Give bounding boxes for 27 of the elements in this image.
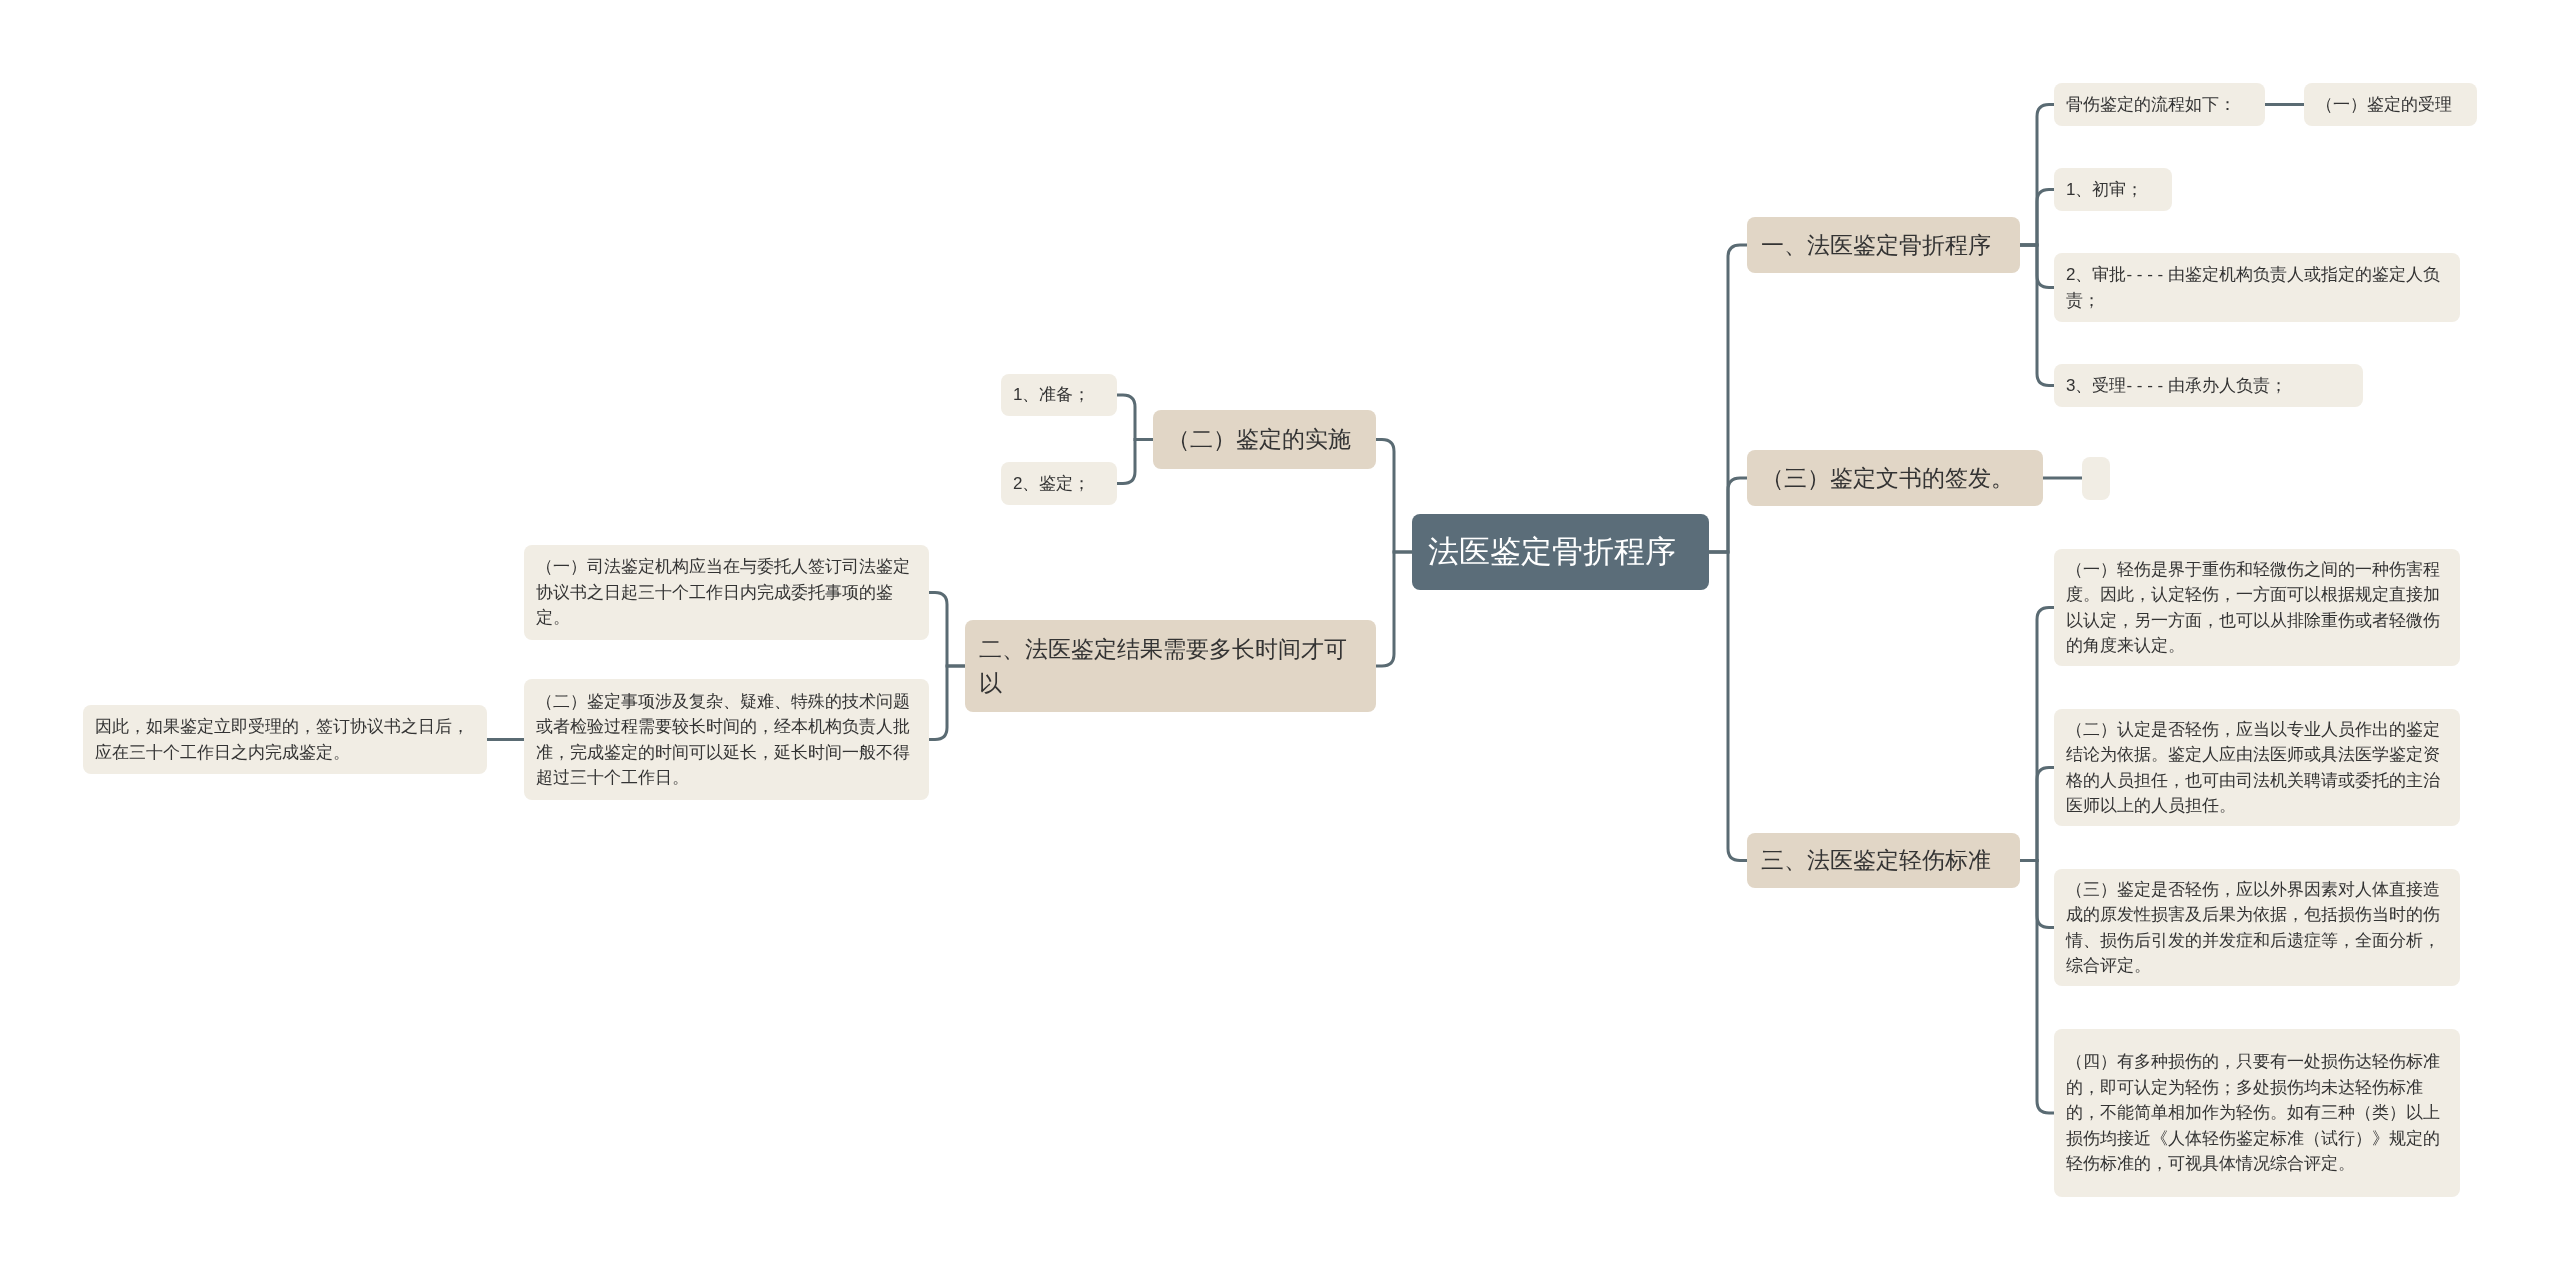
subtopic-box: （三）鉴定是否轻伤，应以外界因素对人体直接造成的原发性损害及后果为依据，包括损伤当时的伤情、损伤后引发的并发症和后遗症等，全面分析，综合评定。 xyxy=(2054,869,2460,986)
topic-box: 三、法医鉴定轻伤标准 xyxy=(1747,833,2020,888)
subtopic-box: 1、初审； xyxy=(2054,168,2172,211)
subtopic-box: （二）认定是否轻伤，应当以专业人员作出的鉴定结论为依据。鉴定人应由法医师或具法医学鉴定资格的人员担任，也可由司法机关聘请或委托的主治医师以上的人员担任。 xyxy=(2054,709,2460,826)
subtopic-box: （一）轻伤是界于重伤和轻微伤之间的一种伤害程度。因此，认定轻伤，一方面可以根据规定直接加以认定，另一方面，也可以从排除重伤或者轻微伤的角度来认定。 xyxy=(2054,549,2460,666)
topic-box: 二、法医鉴定结果需要多长时间才可以 xyxy=(965,620,1376,712)
subtopic-box: 3、受理- - - - 由承办人负责； xyxy=(2054,364,2363,407)
subtopic-box: （一）鉴定的受理 xyxy=(2304,83,2477,126)
root-topic-box: 法医鉴定骨折程序 xyxy=(1412,514,1709,590)
connector-line xyxy=(487,738,524,741)
subtopic-box: 2、鉴定； xyxy=(1001,462,1117,505)
connector-line xyxy=(2265,103,2304,106)
subtopic-box: （一）司法鉴定机构应当在与委托人签订司法鉴定协议书之日起三十个工作日内完成委托事项的鉴定。 xyxy=(524,545,929,640)
empty-box xyxy=(2082,457,2110,500)
topic-box: （三）鉴定文书的签发。 xyxy=(1747,450,2043,506)
subtopic-box: （二）鉴定事项涉及复杂、疑难、特殊的技术问题或者检验过程需要较长时间的，经本机构负责人批准，完成鉴定的时间可以延长，延长时间一般不得超过三十个工作日。 xyxy=(524,679,929,800)
connector-line xyxy=(1709,550,1747,862)
subtopic-box: 骨伤鉴定的流程如下： xyxy=(2054,83,2265,126)
connector-line xyxy=(2043,476,2082,480)
subtopic-box: 1、准备； xyxy=(1001,374,1117,416)
connector-line xyxy=(1117,438,1153,485)
connector-line xyxy=(1376,550,1412,668)
topic-box: （二）鉴定的实施 xyxy=(1153,410,1376,469)
subtopic-box: 因此，如果鉴定立即受理的，签订协议书之日后，应在三十个工作日之内完成鉴定。 xyxy=(83,705,487,774)
topic-box: 一、法医鉴定骨折程序 xyxy=(1747,217,2020,273)
subtopic-box: （四）有多种损伤的，只要有一处损伤达轻伤标准的，即可认定为轻伤；多处损伤均未达轻伤标准的，不能简单相加作为轻伤。如有三种（类）以上损伤均接近《人体轻伤鉴定标准（试行）》规定的轻伤标准的，可视具体情况综合评定。 xyxy=(2054,1029,2460,1197)
subtopic-box: 2、审批- - - - 由鉴定机构负责人或指定的鉴定人负责； xyxy=(2054,253,2460,322)
